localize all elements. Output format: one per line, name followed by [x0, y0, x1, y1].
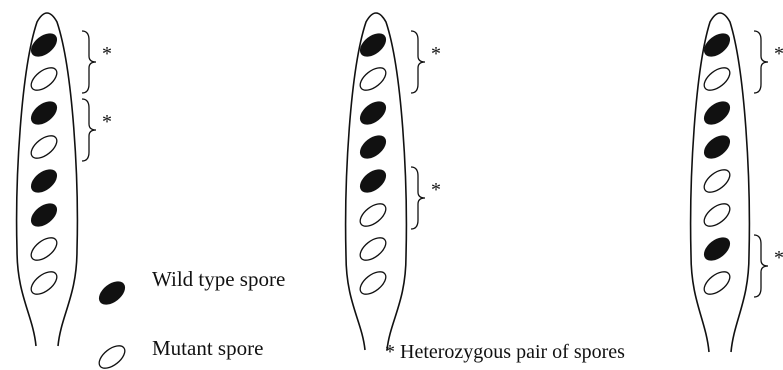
heterozygous-marker: * [431, 179, 441, 201]
heterozygous-bracket [82, 99, 96, 161]
wild-type-spore [356, 131, 391, 164]
ascus-1: ** [17, 13, 112, 346]
legend-wild-type-spore-icon [95, 277, 130, 310]
mutant-spore [27, 233, 60, 264]
mutant-spore [700, 267, 733, 298]
mutant-spore [356, 63, 389, 94]
heterozygous-marker: * [774, 247, 783, 269]
heterozygous-pair-label: * Heterozygous pair of spores [385, 341, 625, 364]
heterozygous-bracket [411, 167, 425, 229]
asci-group: ****** [17, 13, 783, 352]
heterozygous-bracket [411, 31, 425, 93]
legend-mutant-spore-icon [95, 341, 128, 370]
heterozygous-bracket [754, 235, 768, 297]
wild-type-spore [356, 29, 391, 62]
wild-type-spore [27, 165, 62, 198]
heterozygous-marker: * [431, 43, 441, 65]
ascus-outline [691, 13, 750, 352]
mutant-spore [700, 165, 733, 196]
wild-type-spore-label: Wild type spore [152, 267, 285, 292]
mutant-spore [356, 233, 389, 264]
wild-type-spore [356, 165, 391, 198]
ascus-3: ** [691, 13, 783, 352]
heterozygous-bracket [82, 31, 96, 93]
wild-type-spore [27, 199, 62, 232]
wild-type-spore [700, 131, 735, 164]
wild-type-spore [700, 233, 735, 266]
wild-type-spore [27, 97, 62, 130]
wild-type-spore [27, 29, 62, 62]
mutant-spore [700, 63, 733, 94]
mutant-spore [27, 267, 60, 298]
mutant-spore [356, 199, 389, 230]
mutant-spore [700, 199, 733, 230]
mutant-spore [356, 267, 389, 298]
ascus-2: ** [346, 13, 441, 350]
wild-type-spore [700, 97, 735, 130]
heterozygous-marker: * [102, 43, 112, 65]
heterozygous-bracket [754, 31, 768, 93]
heterozygous-marker: * [102, 111, 112, 133]
mutant-spore-label: Mutant spore [152, 336, 263, 361]
mutant-spore [27, 63, 60, 94]
mutant-spore [27, 131, 60, 162]
heterozygous-marker: * [774, 43, 783, 65]
wild-type-spore [356, 97, 391, 130]
